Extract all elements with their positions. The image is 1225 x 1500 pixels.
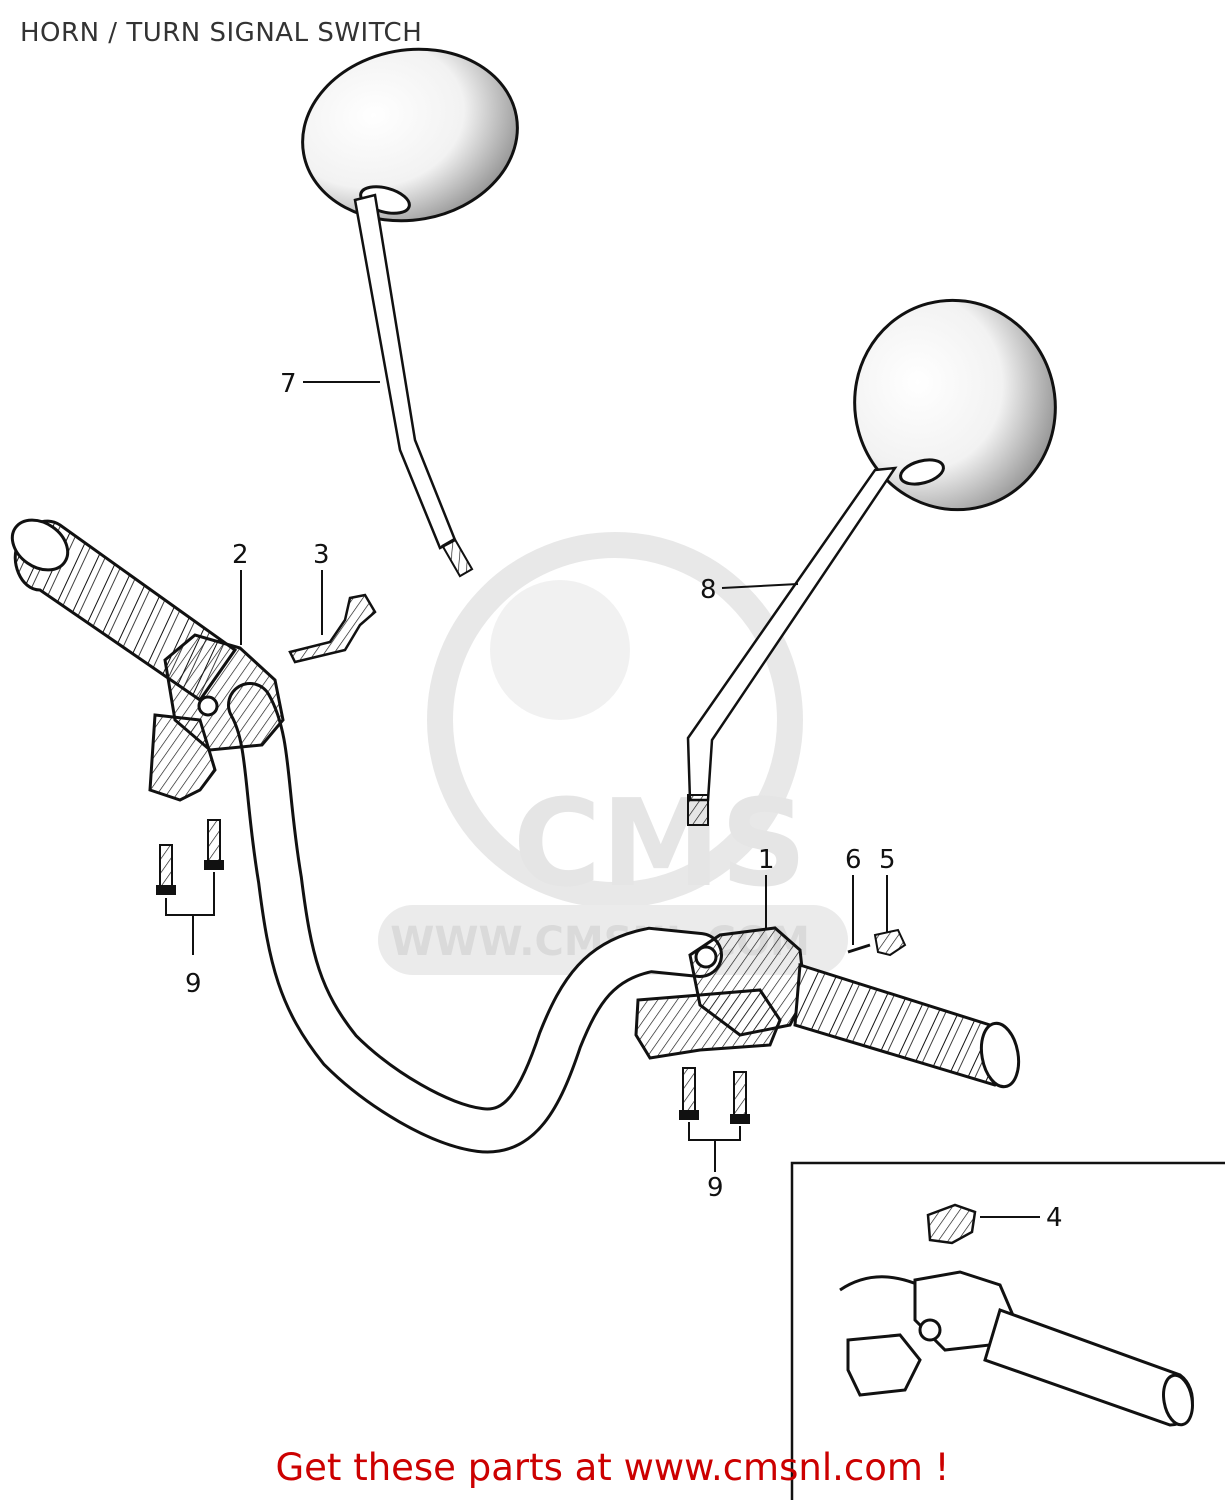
callout-labels: 1 2 3 4 5 6 7 8 9 9 [185,369,1063,1233]
handlebar [227,682,723,1154]
callout-3: 3 [313,540,330,570]
diagram-title: HORN / TURN SIGNAL SWITCH [20,18,423,48]
right-screws [679,1067,750,1172]
inset-detail [790,1161,1225,1500]
leader-lines [240,381,1040,1218]
footer-link[interactable]: Get these parts at www.cmsnl.com ! [275,1446,950,1489]
part-1-right-switch [634,926,807,1060]
watermark-logo: CMS [513,775,807,914]
left-screws [156,819,224,955]
part-3-knob [288,593,377,664]
parts-5-6-screw-knob [847,928,907,957]
callout-6: 6 [845,845,862,875]
right-grip [793,963,1021,1089]
part-7-mirror [301,47,519,578]
callout-5: 5 [879,845,896,875]
callout-8: 8 [700,575,717,605]
callout-7: 7 [280,369,297,399]
part-8-mirror [686,298,1057,826]
callout-1: 1 [758,845,775,875]
part-2-left-switch [148,633,285,802]
callout-4: 4 [1046,1203,1063,1233]
callout-9-right: 9 [707,1173,724,1203]
callout-9-left: 9 [185,969,202,999]
callout-2: 2 [232,540,249,570]
